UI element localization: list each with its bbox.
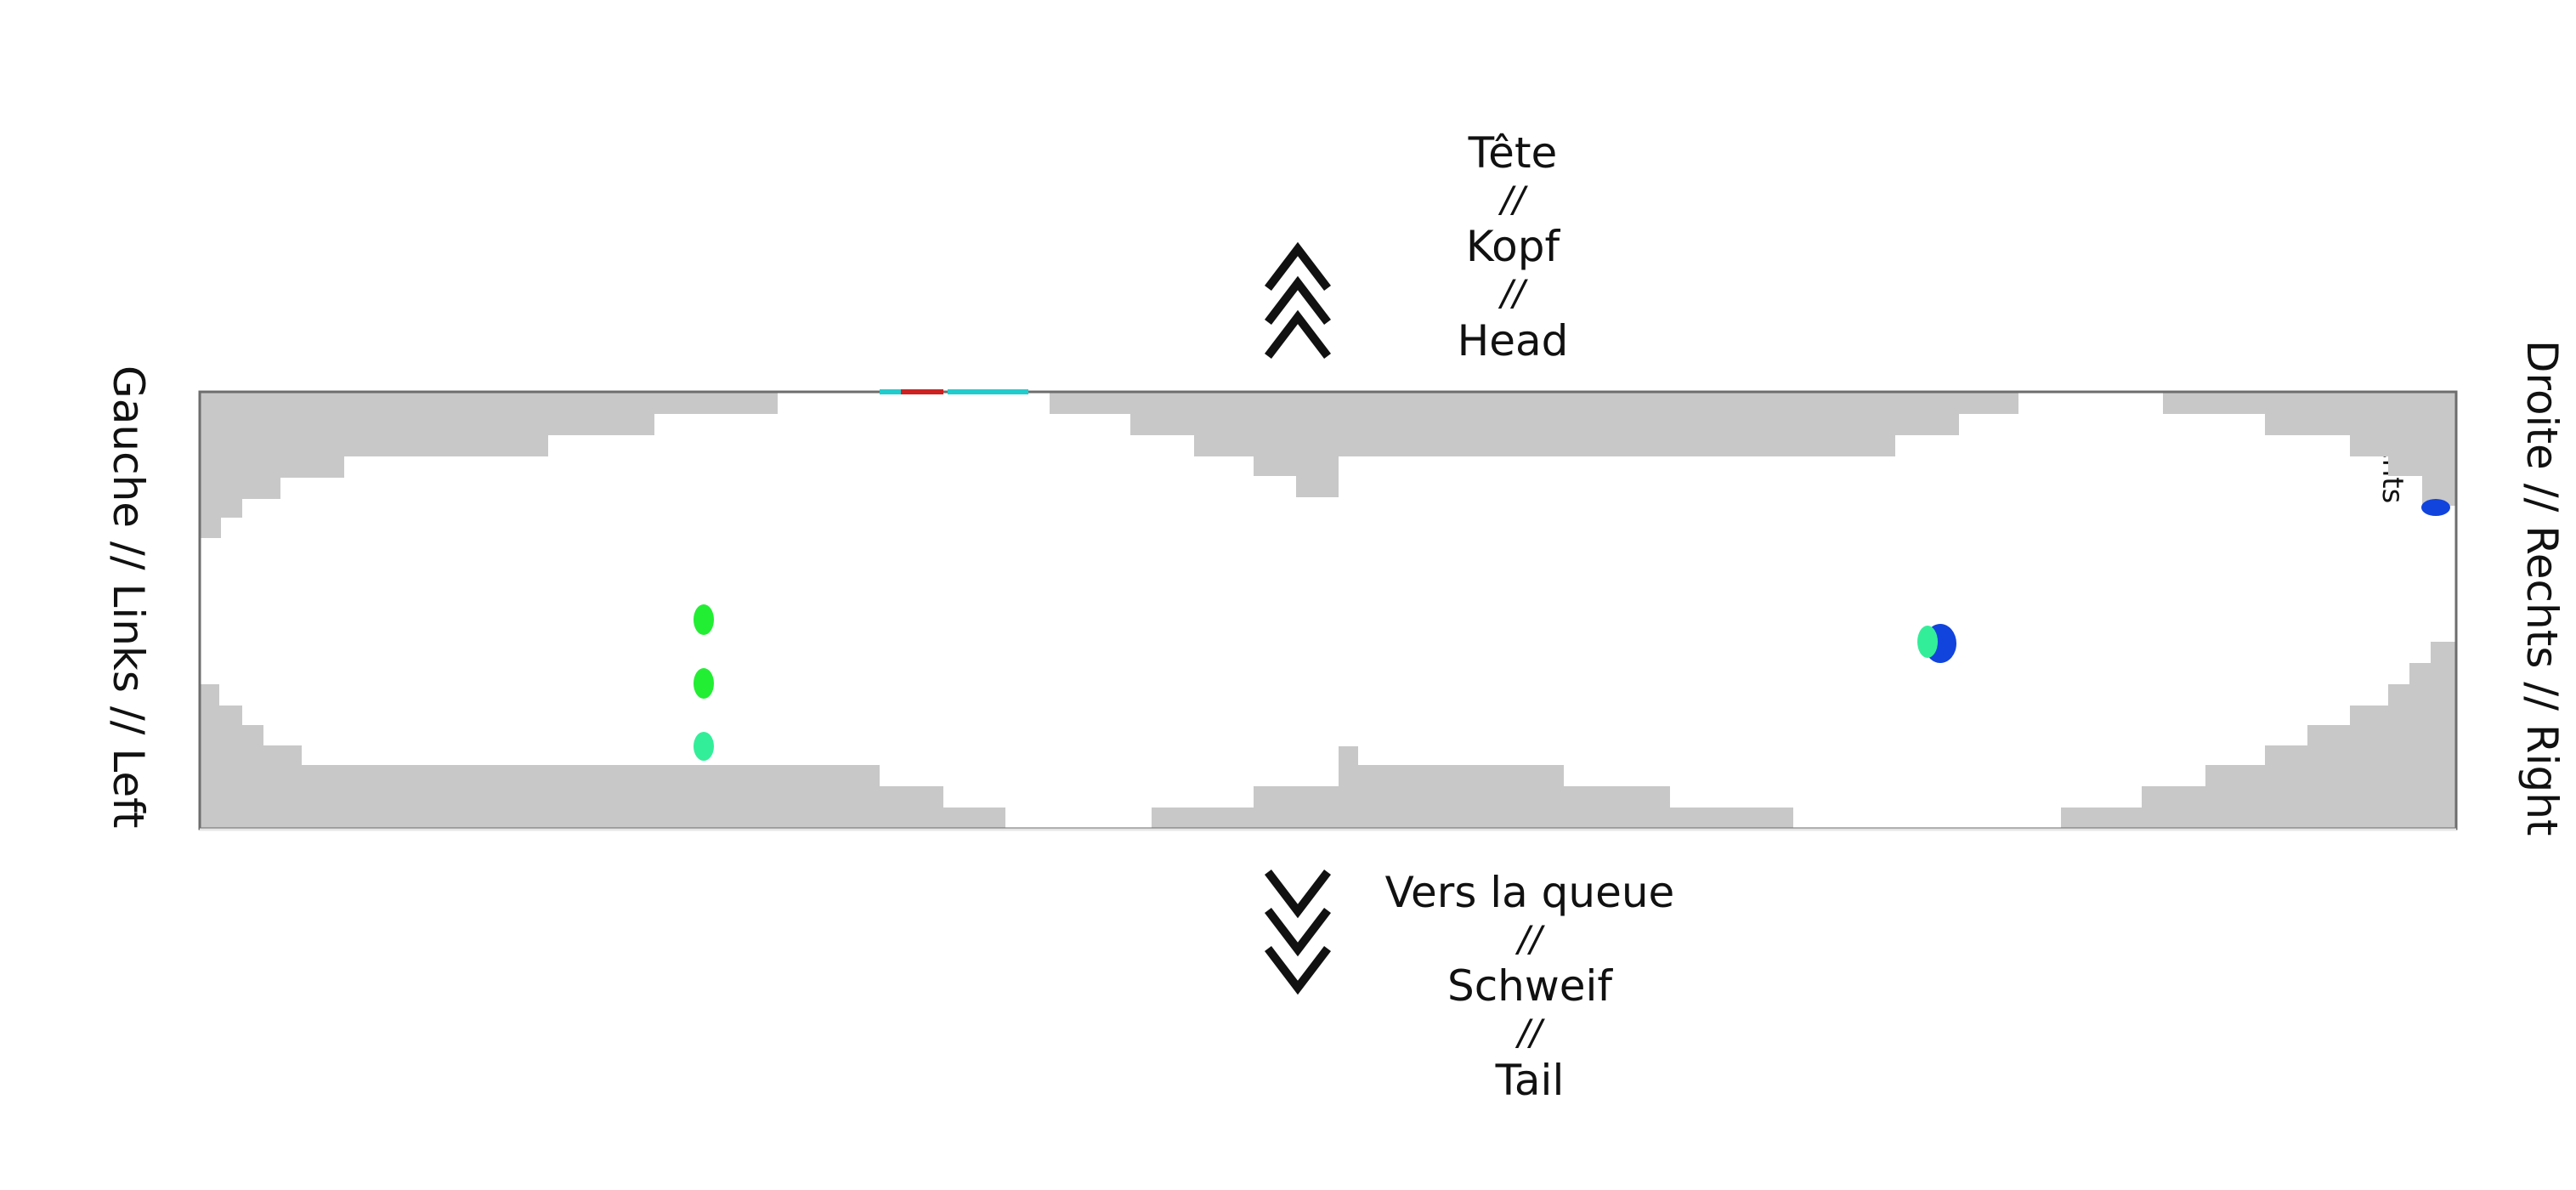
tail-direction-label: Vers la queue // Schweif // Tail	[1343, 867, 1717, 1106]
tail-en: Tail	[1495, 1055, 1565, 1105]
upper-profile	[200, 392, 778, 538]
head-direction-label: Tête // Kopf // Head	[1411, 128, 1615, 366]
marker-mint-center	[1917, 626, 1938, 658]
head-sep-1: //	[1500, 178, 1526, 220]
tail-de: Schweif	[1447, 961, 1613, 1012]
tail-fr: Vers la queue	[1384, 868, 1675, 917]
head-sep-2: //	[1500, 272, 1526, 314]
head-de: Kopf	[1465, 222, 1560, 272]
marker-top-red	[901, 389, 943, 394]
marker-green-1	[694, 604, 714, 635]
lower-profile-mid	[1152, 746, 1793, 829]
triple-chevron-down-icon	[1264, 869, 1332, 995]
head-fr: Tête	[1468, 128, 1558, 178]
head-en: Head	[1457, 315, 1569, 366]
marker-blue-right	[2421, 499, 2450, 516]
marker-top-cyan-2	[948, 389, 1028, 394]
lower-profile-left	[200, 684, 1005, 829]
upper-profile-far-right	[2163, 392, 2456, 506]
upper-profile-right	[1339, 392, 2018, 456]
lower-profile-right	[2061, 642, 2456, 829]
marker-top-cyan-1	[880, 389, 901, 394]
tail-sep-1: //	[1517, 918, 1543, 960]
marker-mint-1	[694, 732, 714, 761]
tail-sep-2: //	[1517, 1012, 1543, 1054]
marker-green-2	[694, 668, 714, 699]
triple-chevron-up-icon	[1264, 241, 1332, 360]
upper-profile-mid	[1050, 392, 1339, 497]
